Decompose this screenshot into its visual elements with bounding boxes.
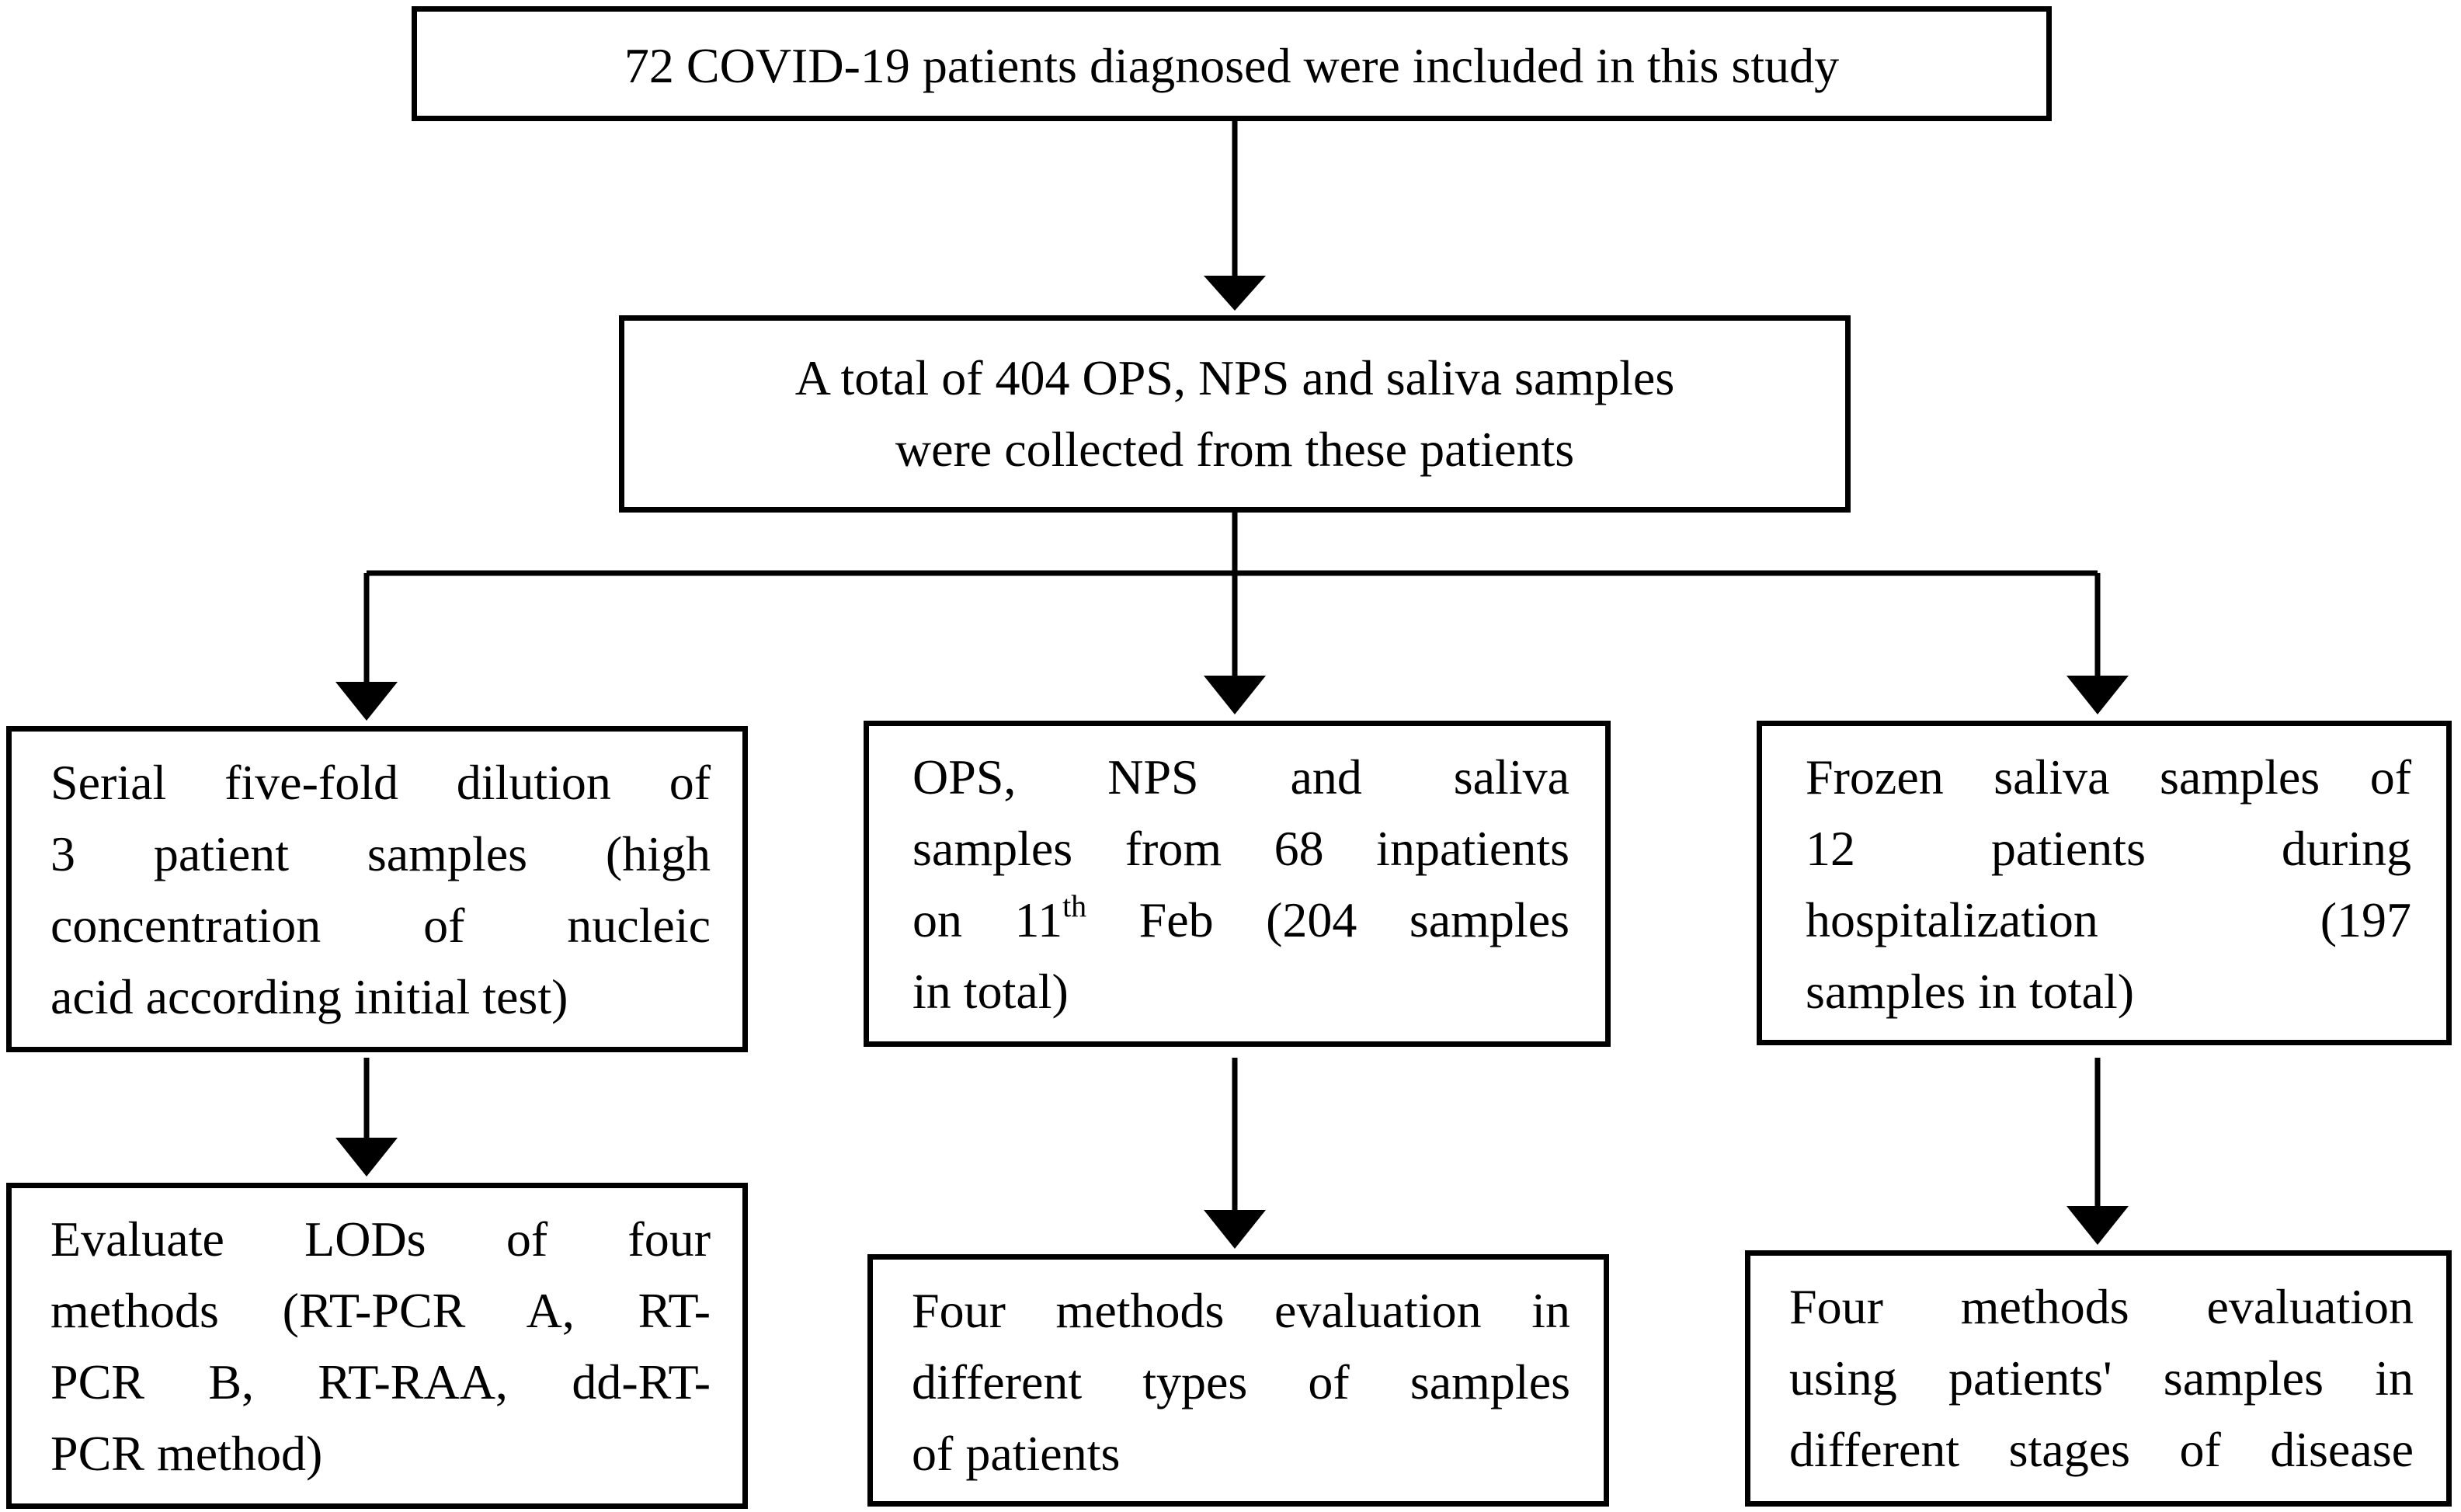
- box-sample-types-evaluation-line-2: different types of samples: [912, 1354, 1570, 1409]
- box-evaluate-lods-line-2: methods (RT-PCR A, RT-: [50, 1283, 711, 1338]
- arrowhead-left-branch: [335, 682, 398, 721]
- box-disease-stages-evaluation-line-1: Four methods evaluation: [1789, 1279, 2414, 1334]
- box-disease-stages-evaluation-line-2: using patients' samples in: [1789, 1350, 2414, 1406]
- box-inpatient-samples-line-1: OPS, NPS and saliva: [912, 749, 1569, 805]
- box-samples-collected-line-2: were collected from these patients: [895, 422, 1575, 477]
- box-sample-types-evaluation: Four methods evaluation in different typ…: [867, 1254, 1609, 1507]
- arrowhead-middle-result: [1204, 1210, 1266, 1249]
- box-inpatient-samples-line-3-prefix: on 11: [912, 892, 1063, 947]
- box-disease-stages-evaluation-line-3: different stages of disease: [1789, 1422, 2414, 1477]
- box-inpatient-samples-line-3: on 11th Feb (204 samples: [912, 885, 1569, 956]
- arrowhead-right-result: [2066, 1206, 2129, 1245]
- box-evaluate-lods-line-3: PCR B, RT-RAA, dd-RT-: [50, 1354, 711, 1409]
- box-evaluate-lods-line-1: Evaluate LODs of four: [50, 1211, 711, 1267]
- box-inpatient-samples: OPS, NPS and saliva samples from 68 inpa…: [864, 721, 1611, 1047]
- box-evaluate-lods: Evaluate LODs of four methods (RT-PCR A,…: [6, 1183, 748, 1509]
- arrowhead-right-branch: [2066, 676, 2129, 714]
- box-inpatient-samples-line-2: samples from 68 inpatients: [912, 821, 1569, 876]
- box-patients-included: 72 COVID-19 patients diagnosed were incl…: [412, 6, 2052, 121]
- box-inpatient-samples-line-3-suffix: Feb (204 samples: [1086, 892, 1569, 947]
- arrowhead-left-result: [335, 1138, 398, 1177]
- box-frozen-saliva-line-2: 12 patients during: [1806, 821, 2411, 876]
- box-serial-dilution-line-1: Serial five-fold dilution of: [50, 755, 711, 810]
- arrowhead-second: [1204, 276, 1266, 311]
- box-serial-dilution-line-3: concentration of nucleic: [50, 898, 711, 953]
- box-samples-collected-line-1: A total of 404 OPS, NPS and saliva sampl…: [794, 350, 1675, 405]
- box-inpatient-samples-line-3-sup: th: [1062, 888, 1087, 923]
- box-serial-dilution-line-2: 3 patient samples (high: [50, 826, 711, 881]
- arrowhead-middle-branch: [1204, 676, 1266, 714]
- box-frozen-saliva-line-4: samples in total): [1806, 964, 2135, 1019]
- box-inpatient-samples-line-4: in total): [912, 964, 1069, 1019]
- box-frozen-saliva-line-1: Frozen saliva samples of: [1806, 749, 2411, 805]
- box-serial-dilution: Serial five-fold dilution of 3 patient s…: [6, 726, 748, 1052]
- box-evaluate-lods-line-4: PCR method): [50, 1426, 323, 1481]
- box-frozen-saliva: Frozen saliva samples of 12 patients dur…: [1757, 721, 2452, 1045]
- box-sample-types-evaluation-line-1: Four methods evaluation in: [912, 1283, 1570, 1338]
- box-sample-types-evaluation-line-3: of patients: [912, 1426, 1121, 1481]
- box-disease-stages-evaluation: Four methods evaluation using patients' …: [1745, 1250, 2452, 1507]
- box-frozen-saliva-line-3: hospitalization (197: [1806, 892, 2411, 947]
- box-serial-dilution-line-4: acid according initial test): [50, 969, 568, 1024]
- box-samples-collected: A total of 404 OPS, NPS and saliva sampl…: [619, 315, 1851, 513]
- box-patients-included-text: 72 COVID-19 patients diagnosed were incl…: [624, 38, 1840, 93]
